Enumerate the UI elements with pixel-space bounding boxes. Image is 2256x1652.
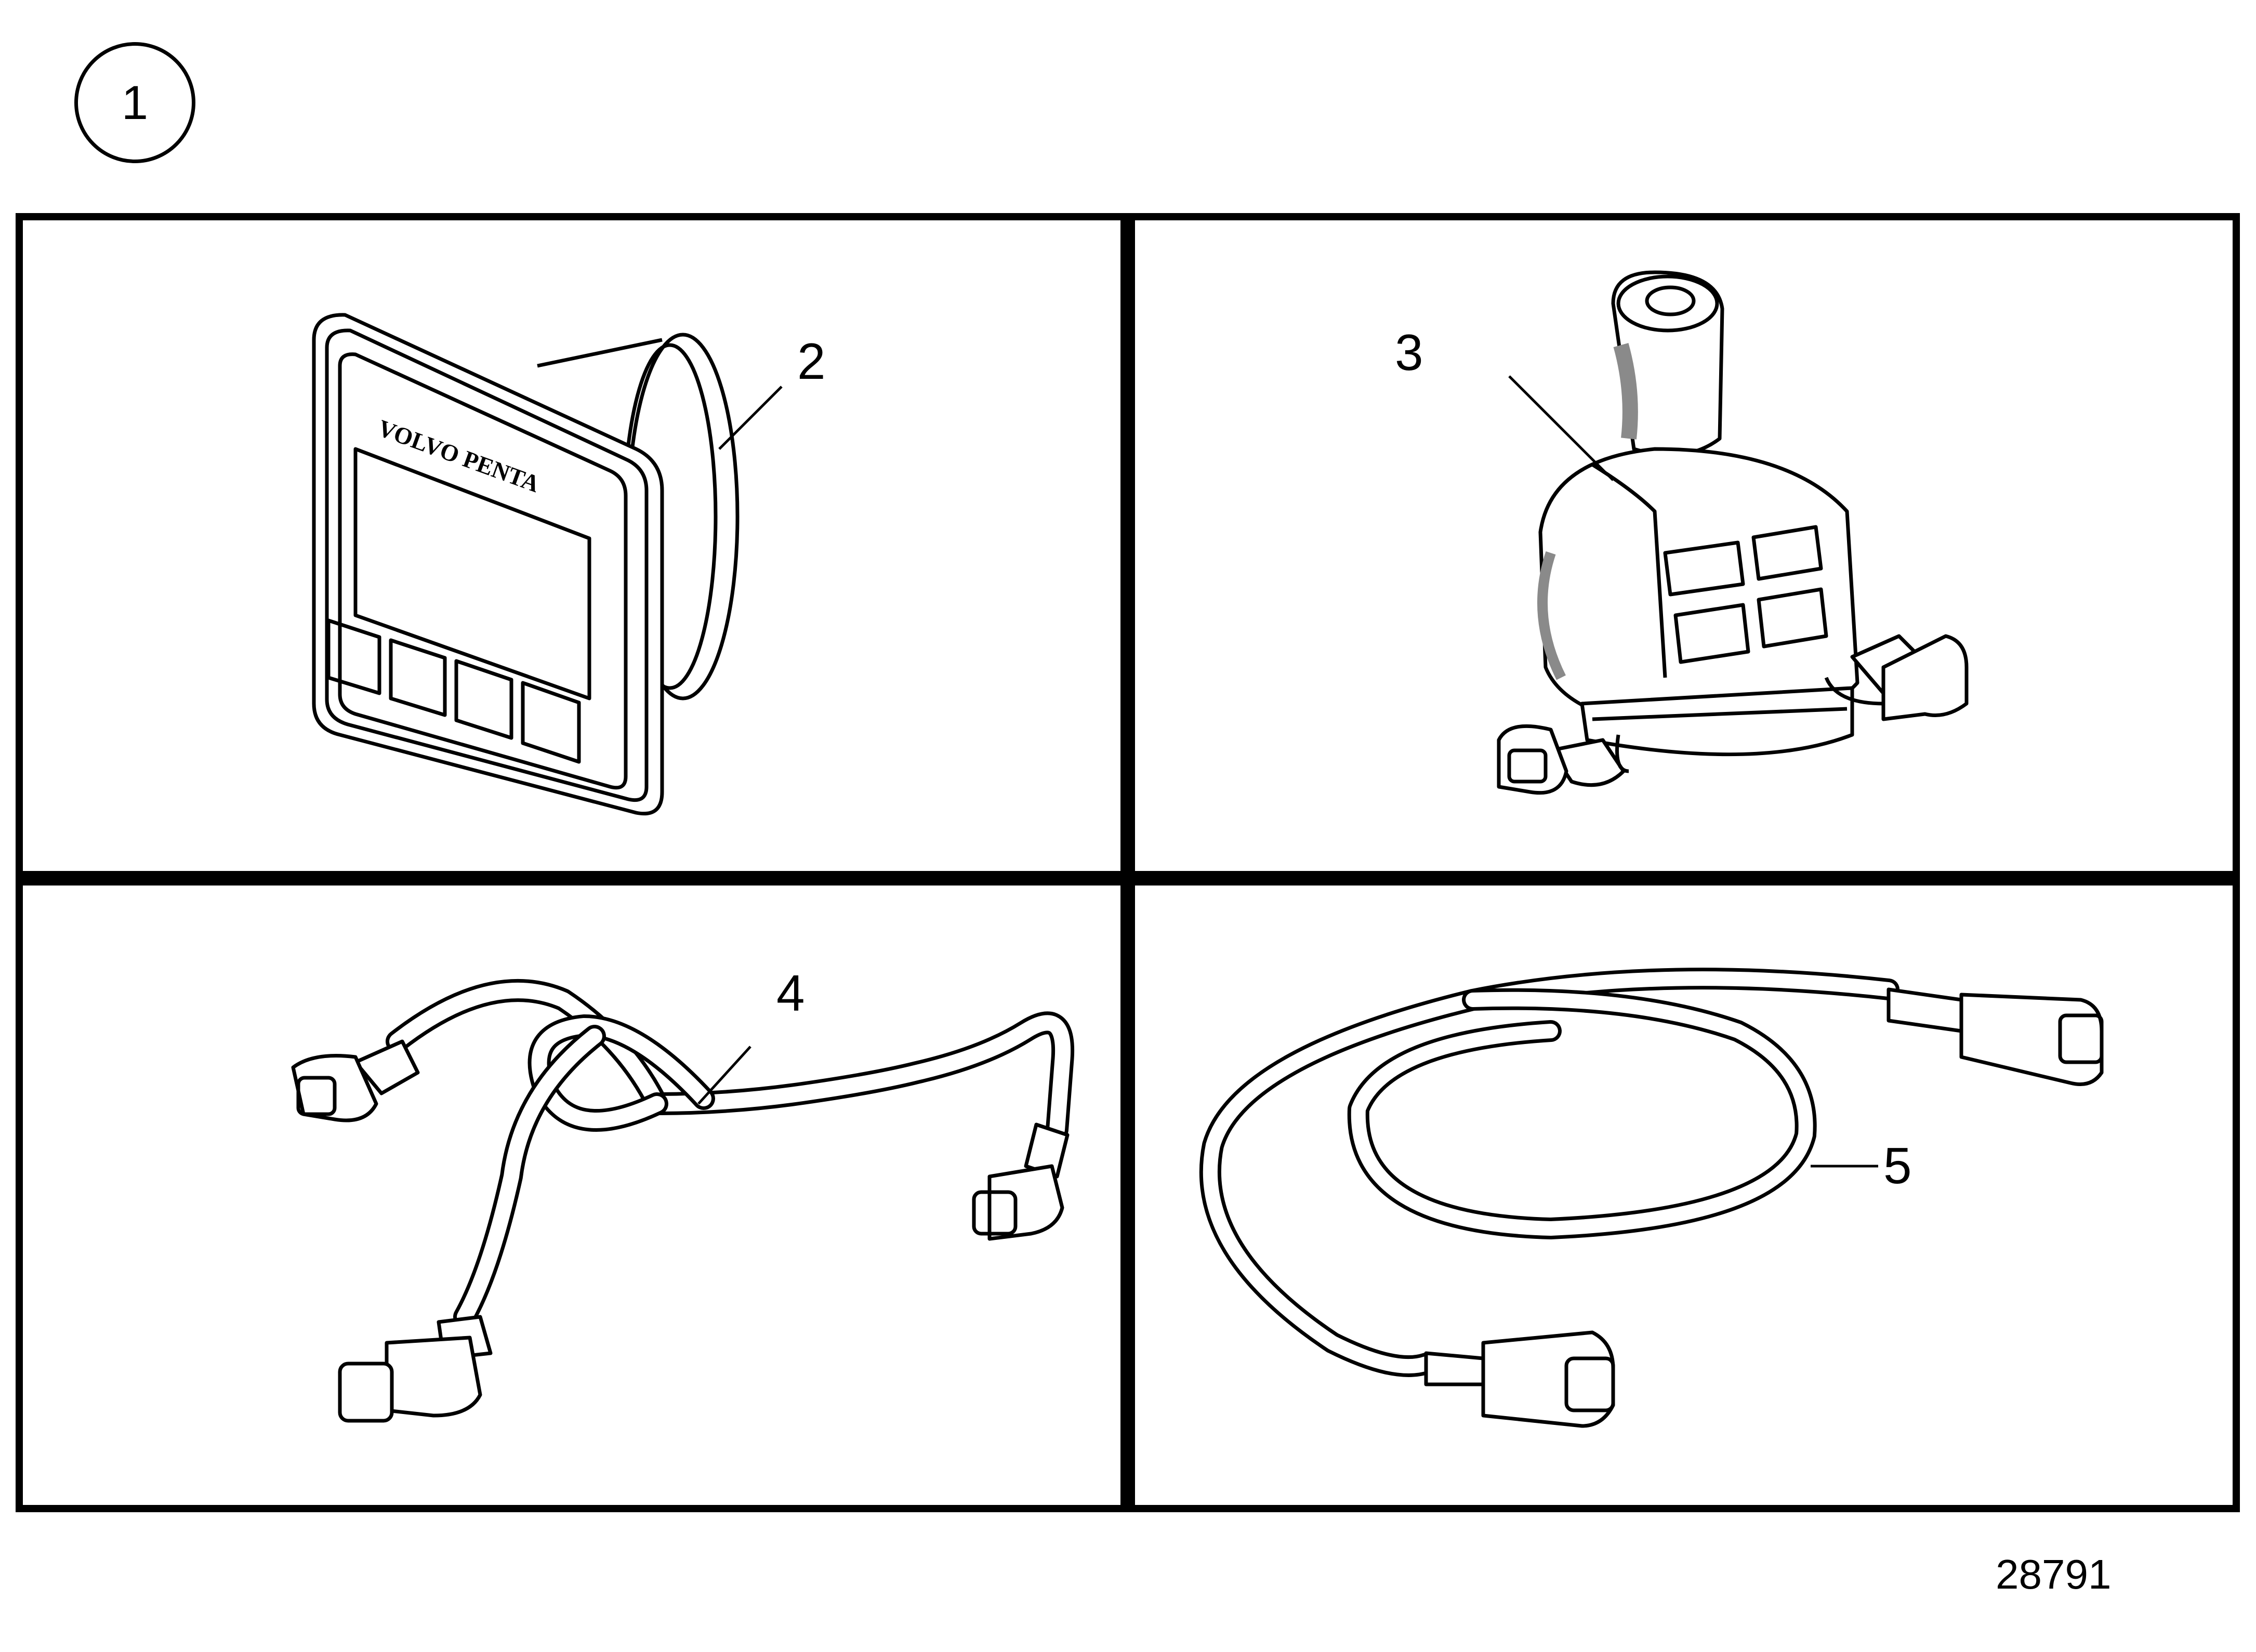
joystick-drawing [1497,270,1969,795]
y-cable-drawing [291,979,1075,1423]
drawing-number: 28791 [1996,1551,2112,1597]
callout-leader-2 [718,386,783,450]
display-unit-drawing: VOLVO PENTA [312,313,783,816]
callout-4: 4 [776,964,805,1022]
callout-leader-4 [697,1046,751,1105]
group-number-badge: 1 [74,42,195,163]
panel-extension-cable: 5 [1128,878,2240,1512]
panel-joystick: 3 [1128,213,2240,878]
panel-display: VOLVO PENTA 2 [16,213,1128,878]
callout-3: 3 [1395,324,1423,381]
callout-2: 2 [797,333,826,390]
extension-cable-drawing [1199,968,2104,1428]
callout-5: 5 [1883,1137,1912,1194]
group-number: 1 [121,76,149,129]
callout-leader-3 [1508,375,1614,481]
panel-y-cable: 4 [16,878,1128,1512]
